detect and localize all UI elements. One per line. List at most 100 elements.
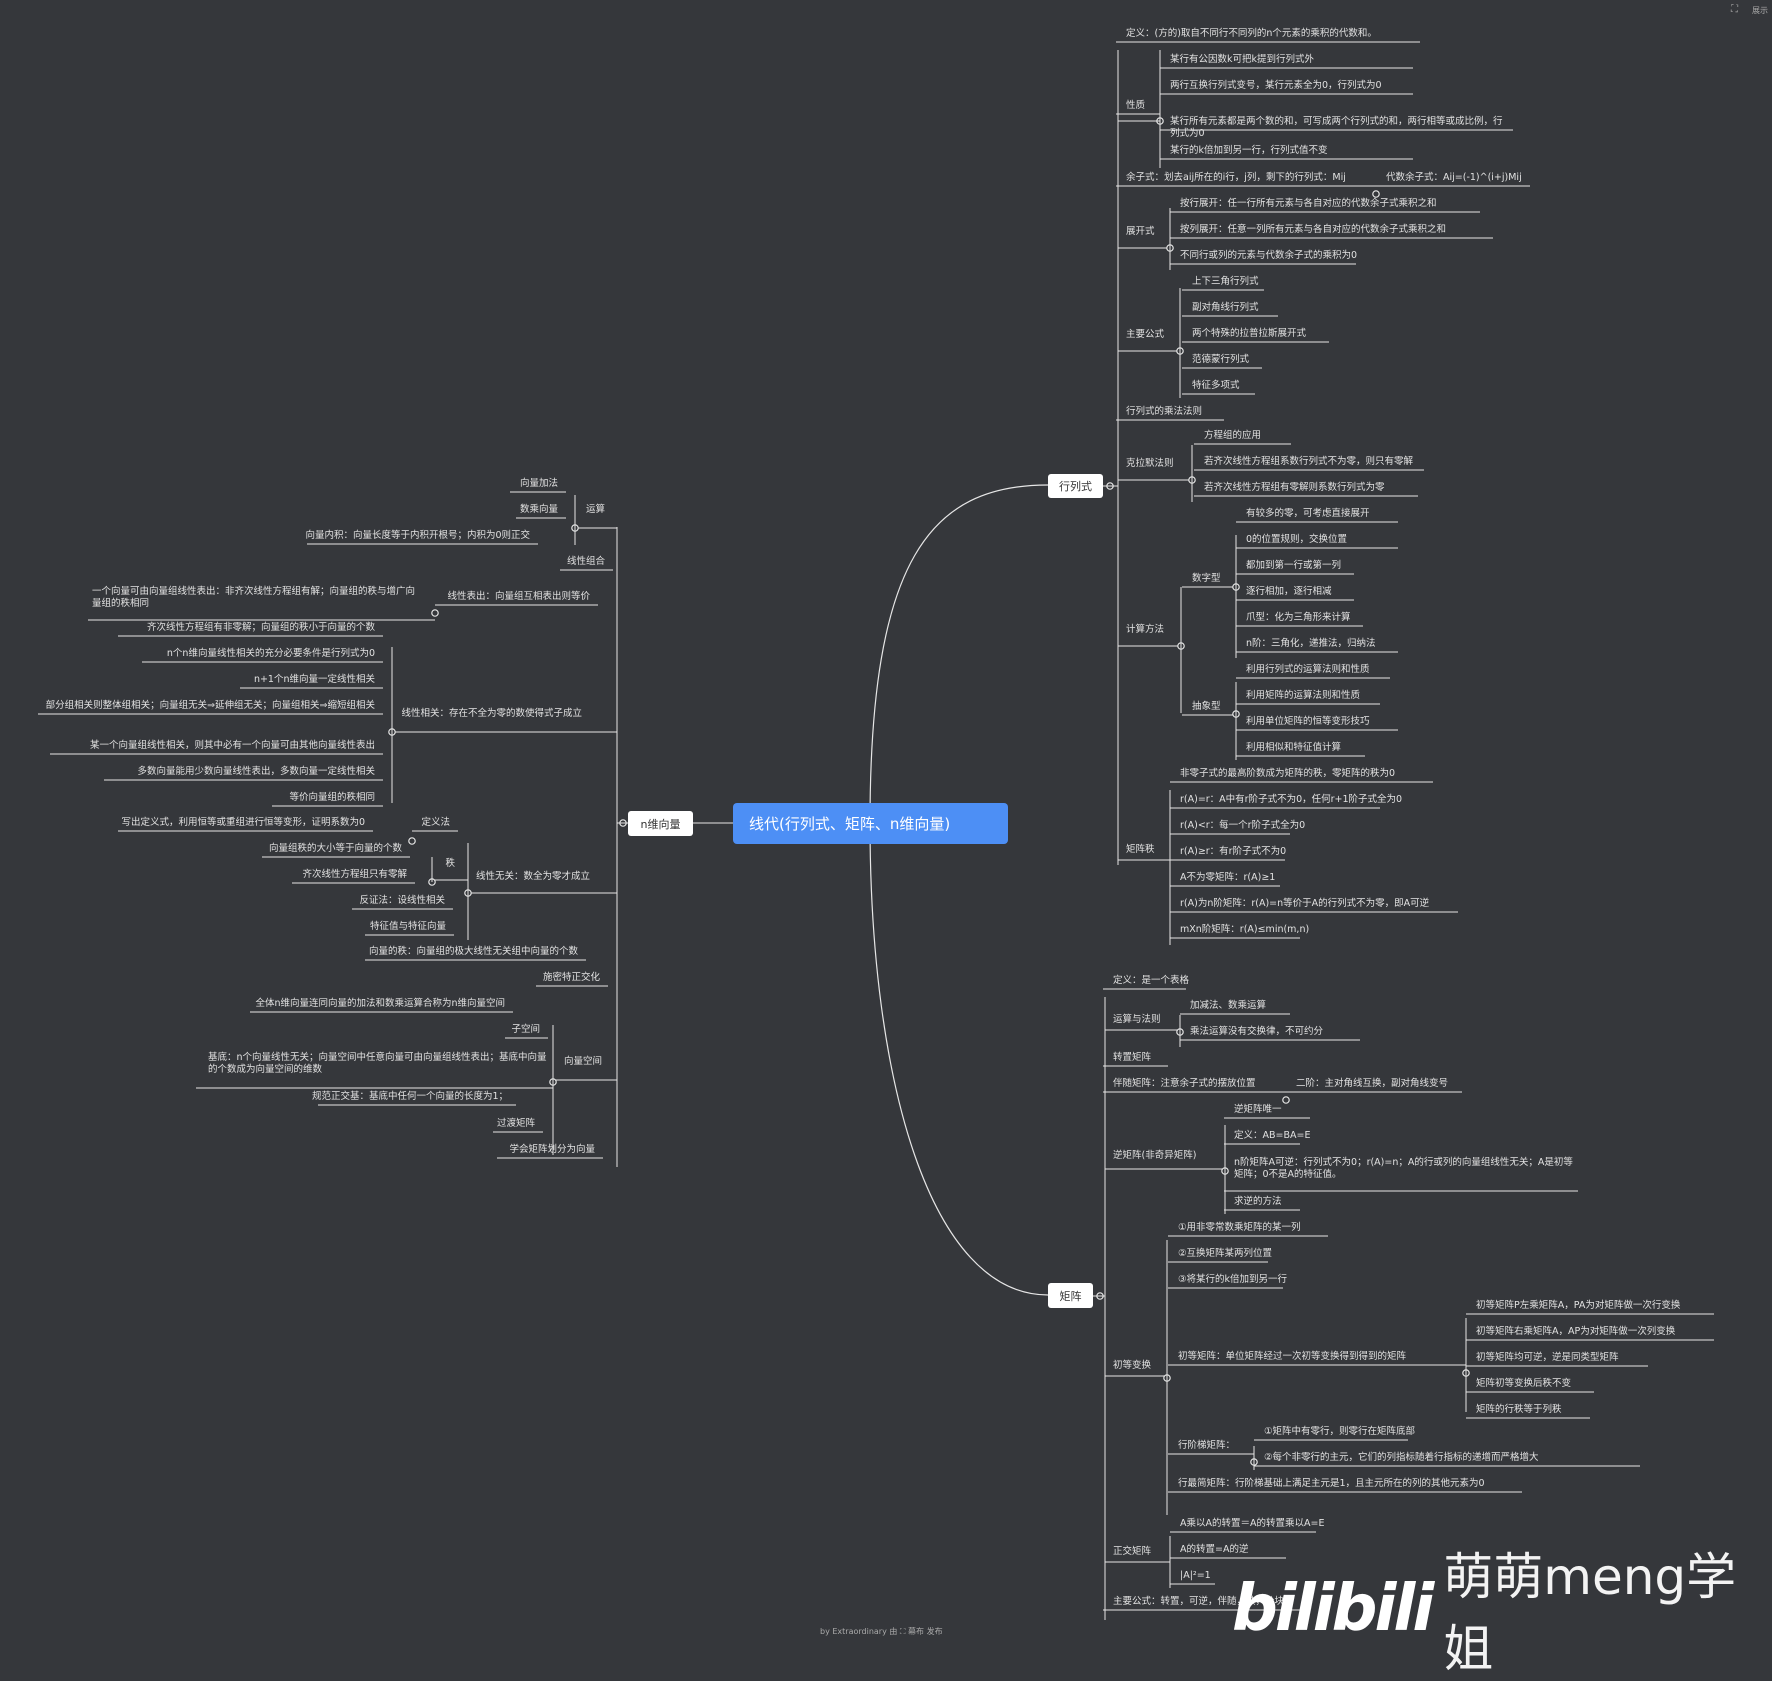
mat-op-0[interactable]: 加减法、数乘运算 xyxy=(1190,1000,1267,1011)
mat-echelon-label[interactable]: 行阶梯矩阵： xyxy=(1178,1440,1236,1451)
det-expansion-0[interactable]: 按行展开：任一行所有元素与各自对应的代数余子式乘积之和 xyxy=(1180,198,1437,209)
det-property-3[interactable]: 某行的k倍加到另一行，行列式值不变 xyxy=(1170,145,1328,156)
vec-op-2[interactable]: 向量内积：向量长度等于内积开根号；内积为0则正交 xyxy=(305,530,530,541)
mat-inverse-2[interactable]: n阶矩阵A可逆：行列式不为0；r(A)=n；A的行或列的向量组线性无关；A是初等… xyxy=(1234,1157,1573,1180)
vec-linear-representation-note[interactable]: 一个向量可由向量组线性表出：非齐次线性方程组有解；向量组的秩与增广向量组的秩相同 xyxy=(92,586,416,609)
det-formula-1[interactable]: 副对角线行列式 xyxy=(1192,302,1259,313)
det-rank-1[interactable]: r(A)=r：A中有r阶子式不为0，任何r+1阶子式全为0 xyxy=(1180,794,1403,805)
vec-rank-0[interactable]: 向量组秩的大小等于向量的个数 xyxy=(268,843,402,854)
vec-eigen[interactable]: 特征值与特征向量 xyxy=(369,921,446,932)
det-numeric-label[interactable]: 数字型 xyxy=(1192,573,1221,584)
mat-reduced-echelon[interactable]: 行最简矩阵：行阶梯基础上满足主元是1，且主元所在的列的其他元素为0 xyxy=(1178,1478,1485,1489)
det-numeric-2[interactable]: 都加到第一行或第一列 xyxy=(1246,560,1342,571)
det-rank-4[interactable]: A不为零矩阵：r(A)≥1 xyxy=(1180,872,1276,883)
expand-icon[interactable]: ⛶ xyxy=(1731,4,1738,15)
det-expansion-2[interactable]: 不同行或列的元素与代数余子式的乘积为0 xyxy=(1180,250,1358,261)
det-numeric-1[interactable]: 0的位置规则，交换位置 xyxy=(1246,534,1348,545)
det-expansion-label[interactable]: 展开式 xyxy=(1126,226,1155,237)
vec-space-2[interactable]: 规范正交基：基底中任何一个向量的长度为1； xyxy=(311,1091,508,1102)
det-cramer-0[interactable]: 方程组的应用 xyxy=(1204,430,1262,441)
det-abstract-3[interactable]: 利用相似和特征值计算 xyxy=(1246,742,1342,753)
det-formula-4[interactable]: 特征多项式 xyxy=(1192,380,1240,391)
det-cofactor[interactable]: 余子式：划去aij所在的i行，j列，剩下的行列式：Mij xyxy=(1126,172,1346,183)
vec-independence-label[interactable]: 线性无关：数全为零才成立 xyxy=(475,871,590,882)
mat-inverse-label[interactable]: 逆矩阵(非奇异矩阵) xyxy=(1113,1150,1197,1161)
mat-orthogonal-1[interactable]: A的转置=A的逆 xyxy=(1180,1544,1249,1555)
det-rank-6[interactable]: mXn阶矩阵：r(A)≤min(m,n) xyxy=(1180,924,1310,935)
root-node[interactable]: 线代(行列式、矩阵、n维向量) xyxy=(733,803,1008,844)
det-rank-5[interactable]: r(A)为n阶矩阵：r(A)=n等价于A的行列式不为零，即A可逆 xyxy=(1180,898,1430,909)
vec-schmidt[interactable]: 施密特正交化 xyxy=(542,972,600,983)
mat-orthogonal-2[interactable]: |A|²=1 xyxy=(1180,1570,1211,1581)
det-algebraic-cofactor[interactable]: 代数余子式：Aij=(-1)^(i+j)Mij xyxy=(1386,172,1522,183)
vec-definition-note[interactable]: 写出定义式，利用恒等或重组进行恒等变形，证明系数为0 xyxy=(121,817,365,828)
det-formulas-label[interactable]: 主要公式 xyxy=(1126,329,1165,340)
vec-space-1[interactable]: 基底：n个向量线性无关；向量空间中任意向量可由向量组线性表出；基底中向量的个数成… xyxy=(208,1052,547,1075)
mat-adjugate[interactable]: 伴随矩阵：注意余子式的摆放位置 xyxy=(1113,1078,1256,1089)
det-multiplication-rule[interactable]: 行列式的乘法法则 xyxy=(1126,406,1203,417)
det-formula-3[interactable]: 范德蒙行列式 xyxy=(1192,354,1250,365)
vec-op-1[interactable]: 数乘向量 xyxy=(519,504,558,515)
vec-dependence-6[interactable]: 等价向量组的秩相同 xyxy=(289,792,375,803)
mat-ops-label[interactable]: 运算与法则 xyxy=(1113,1014,1161,1025)
mat-elementary-matrix-2[interactable]: 初等矩阵均可逆，逆是同类型矩阵 xyxy=(1476,1352,1619,1363)
vec-definition-method[interactable]: 定义法 xyxy=(421,817,450,828)
mat-inverse-3[interactable]: 求逆的方法 xyxy=(1234,1196,1282,1207)
mat-transpose[interactable]: 转置矩阵 xyxy=(1113,1052,1152,1063)
det-definition[interactable]: 定义：(方的)取自不同行不同列的n个元素的乘积的代数和。 xyxy=(1126,28,1377,39)
branch-vectors[interactable]: n维向量 xyxy=(628,811,693,836)
vec-rank-1[interactable]: 齐次线性方程组只有零解 xyxy=(302,869,407,880)
det-properties-label[interactable]: 性质 xyxy=(1126,100,1146,111)
vec-space-label[interactable]: 向量空间 xyxy=(563,1056,602,1067)
vec-linear-representation[interactable]: 线性表出：向量组互相表出则等价 xyxy=(447,591,590,602)
vec-space-3[interactable]: 过渡矩阵 xyxy=(496,1118,535,1129)
det-abstract-label[interactable]: 抽象型 xyxy=(1192,701,1221,712)
det-property-0[interactable]: 某行有公因数k可把k提到行列式外 xyxy=(1170,54,1315,65)
det-numeric-4[interactable]: 爪型：化为三角形来计算 xyxy=(1246,612,1351,623)
mat-adjugate-2x2[interactable]: 二阶：主对角线互换，副对角线变号 xyxy=(1296,1078,1449,1089)
vec-contradiction[interactable]: 反证法：设线性相关 xyxy=(359,895,445,906)
mat-elementary-matrix-label[interactable]: 初等矩阵：单位矩阵经过一次初等变换得到得到的矩阵 xyxy=(1178,1351,1407,1362)
mat-echelon-0[interactable]: ①矩阵中有零行，则零行在矩阵底部 xyxy=(1264,1426,1416,1437)
vec-dependence-5[interactable]: 多数向量能用少数向量线性表出，多数向量一定线性相关 xyxy=(137,766,375,777)
vec-space-0[interactable]: 子空间 xyxy=(511,1024,540,1035)
mat-elementary-2[interactable]: ③将某行的k倍加到另一行 xyxy=(1178,1274,1288,1285)
mat-orthogonal-label[interactable]: 正交矩阵 xyxy=(1113,1546,1152,1557)
det-property-1[interactable]: 两行互换行列式变号，某行元素全为0，行列式为0 xyxy=(1170,80,1382,91)
det-abstract-0[interactable]: 利用行列式的运算法则和性质 xyxy=(1246,664,1370,675)
mat-elementary-0[interactable]: ①用非零常数乘矩阵的某一列 xyxy=(1178,1222,1301,1233)
det-property-2[interactable]: 某行所有元素都是两个数的和，可写成两个行列式的和，两行相等或成比例，行列式为0 xyxy=(1170,116,1503,139)
det-rank-3[interactable]: r(A)≥r：有r阶子式不为0 xyxy=(1180,846,1287,857)
mat-elementary-matrix-4[interactable]: 矩阵的行秩等于列秩 xyxy=(1476,1404,1562,1415)
det-calc-label[interactable]: 计算方法 xyxy=(1126,624,1165,635)
det-rank-0[interactable]: 非零子式的最高阶数成为矩阵的秩，零矩阵的秩为0 xyxy=(1180,768,1396,779)
mat-elementary-matrix-1[interactable]: 初等矩阵右乘矩阵A，AP为对矩阵做一次列变换 xyxy=(1476,1326,1676,1337)
mat-elementary-matrix-3[interactable]: 矩阵初等变换后秩不变 xyxy=(1476,1378,1572,1389)
det-rank-label[interactable]: 矩阵秩 xyxy=(1126,844,1155,855)
mat-elementary-label[interactable]: 初等变换 xyxy=(1113,1360,1152,1371)
det-cramer-1[interactable]: 若齐次线性方程组系数行列式不为零，则只有零解 xyxy=(1204,456,1414,467)
det-formula-0[interactable]: 上下三角行列式 xyxy=(1192,276,1259,287)
det-cramer-2[interactable]: 若齐次线性方程组有零解则系数行列式为零 xyxy=(1204,482,1385,493)
mat-orthogonal-0[interactable]: A乘以A的转置＝A的转置乘以A=E xyxy=(1180,1518,1325,1529)
det-formula-2[interactable]: 两个特殊的拉普拉斯展开式 xyxy=(1192,328,1307,339)
det-numeric-0[interactable]: 有较多的零，可考虑直接展开 xyxy=(1246,508,1370,519)
det-numeric-5[interactable]: n阶：三角化，递推法，归纳法 xyxy=(1246,638,1376,649)
det-rank-2[interactable]: r(A)<r：每一个r阶子式全为0 xyxy=(1180,820,1306,831)
vec-dependence-2[interactable]: n+1个n维向量一定线性相关 xyxy=(253,674,375,685)
branch-matrix[interactable]: 矩阵 xyxy=(1048,1283,1093,1308)
det-numeric-3[interactable]: 逐行相加，逐行相减 xyxy=(1246,586,1332,597)
mat-elementary-matrix-0[interactable]: 初等矩阵P左乘矩阵A，PA为对矩阵做一次行变换 xyxy=(1476,1300,1681,1311)
mat-main-formulas[interactable]: 主要公式：转置，可逆，伴随，秩，分块 xyxy=(1113,1596,1285,1607)
vec-dependence-label[interactable]: 线性相关：存在不全为零的数使得式子成立 xyxy=(401,708,582,719)
vec-dependence-1[interactable]: n个n维向量线性相关的充分必要条件是行列式为0 xyxy=(166,648,375,659)
vec-space-definition[interactable]: 全体n维向量连同向量的加法和数乘运算合称为n维向量空间 xyxy=(255,998,505,1009)
vec-dependence-3[interactable]: 部分组相关则整体组相关；向量组无关⇒延伸组无关；向量组相关⇒缩短组相关 xyxy=(45,700,375,711)
det-abstract-2[interactable]: 利用单位矩阵的恒等变形技巧 xyxy=(1246,716,1370,727)
vec-ops-label[interactable]: 运算 xyxy=(585,504,605,515)
mat-definition[interactable]: 定义：是一个表格 xyxy=(1113,975,1190,986)
det-abstract-1[interactable]: 利用矩阵的运算法则和性质 xyxy=(1246,690,1361,701)
vec-dependence-0[interactable]: 齐次线性方程组有非零解；向量组的秩小于向量的个数 xyxy=(146,622,375,633)
vec-vector-rank[interactable]: 向量的秩：向量组的极大线性无关组中向量的个数 xyxy=(368,946,578,957)
det-cramer-label[interactable]: 克拉默法则 xyxy=(1126,458,1174,469)
